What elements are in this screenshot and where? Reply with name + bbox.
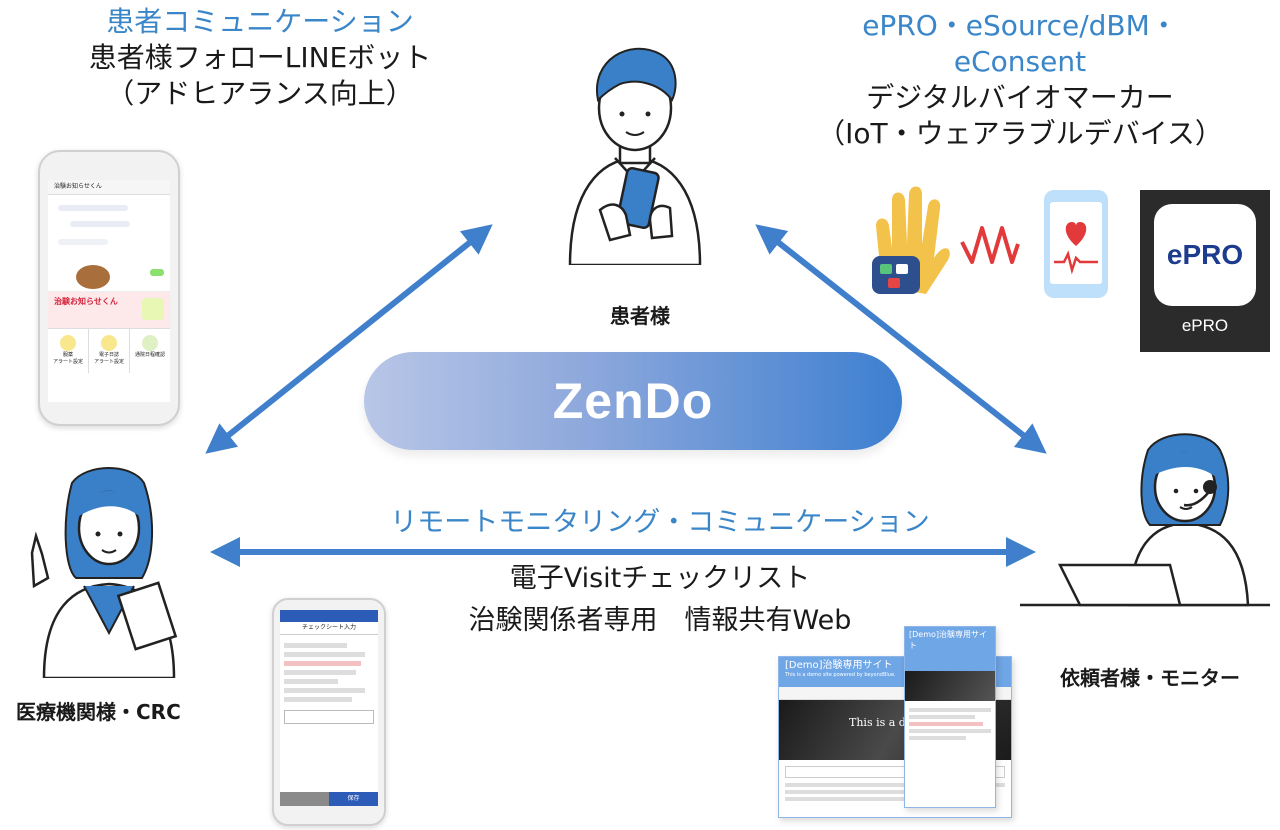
app-top-bar — [280, 610, 378, 622]
wearable-glove-icon — [872, 186, 950, 294]
patient-illustration — [568, 47, 702, 265]
bear-character-icon — [76, 265, 110, 289]
line-bot-screen: 治験お知らせくん 治験お知らせくん 服薬 アラート設定 電子日誌 アラート設定 … — [48, 180, 170, 402]
clock-icon — [142, 335, 158, 351]
diary-alert-label: 電子日誌 アラート設定 — [93, 352, 124, 365]
line-chat-area — [48, 195, 170, 291]
website-body — [779, 760, 1011, 810]
line-chat-header: 治験お知らせくん — [48, 180, 170, 195]
checklist-header: チェックシート入力 — [280, 622, 378, 635]
diary-alert-menu[interactable]: 電子日誌 アラート設定 — [89, 329, 130, 373]
medical-institution-label: 医療機関様・CRC — [16, 700, 181, 724]
sponsor-illustration — [1020, 433, 1270, 607]
save-button[interactable]: 保存 — [329, 792, 378, 806]
digital-biomarker-label: デジタルバイオマーカー — [866, 81, 1174, 114]
remote-title: リモートモニタリング・コミュニケーション — [390, 507, 930, 538]
info-share-web-label: 治験関係者専用 情報共有Web — [468, 605, 852, 636]
arrow-patient-medical — [205, 224, 493, 454]
visit-schedule-label: 通院日程確認 — [134, 352, 165, 358]
epro-app-tile: ePRO ePRO — [1140, 190, 1270, 352]
adherence-label: （アドヒアランス向上） — [106, 77, 414, 110]
visit-checklist-label: 電子Visitチェックリスト — [509, 563, 811, 594]
remote-services: 電子Visitチェックリスト 治験関係者専用 情報共有Web — [380, 560, 940, 640]
visit-schedule-menu[interactable]: 通院日程確認 — [130, 329, 170, 373]
line-bot-phone: 治験お知らせくん 治験お知らせくん 服薬 アラート設定 電子日誌 アラート設定 … — [38, 150, 180, 426]
remote-block: リモートモニタリング・コミュニケーション — [300, 504, 1020, 542]
sponsor-label: 依頼者様・モニター — [1060, 666, 1240, 690]
website-subtitle: This is a demo site powered by beyondBlu… — [785, 672, 896, 678]
visit-checklist-screen: チェックシート入力 保存 — [280, 610, 378, 806]
medication-alert-label: 服薬 アラート設定 — [52, 352, 83, 365]
arrow-patient-sponsor — [755, 224, 1047, 454]
pill-icon — [60, 335, 76, 351]
patient-communication-block: 患者コミュニケーション 患者様フォローLINEボット （アドヒアランス向上） — [40, 4, 480, 112]
patient-communication-title: 患者コミュニケーション — [106, 5, 414, 38]
mobile-website-title: [Demo]治験専用サイト — [905, 627, 995, 671]
mobile-website-hero — [905, 671, 995, 701]
checklist-footer: 保存 — [280, 792, 378, 806]
smartphone-heart-icon — [1044, 190, 1108, 298]
info-share-website-mobile: [Demo]治験専用サイト — [904, 626, 996, 808]
website-title: [Demo]治験専用サイト — [785, 660, 893, 671]
heartbeat-wave-icon — [960, 226, 1020, 264]
epro-app-caption: ePRO — [1181, 316, 1229, 335]
patient-label: 患者様 — [610, 304, 670, 328]
cancel-button[interactable] — [280, 792, 329, 806]
epro-app-icon[interactable]: ePRO — [1154, 204, 1256, 306]
line-bot-label: 患者様フォローLINEボット — [88, 41, 432, 74]
medical-staff-illustration — [30, 467, 178, 678]
visit-checklist-phone: チェックシート入力 保存 — [272, 598, 386, 826]
iot-wearable-label: （IoT・ウェアラブルデバイス） — [817, 117, 1223, 150]
line-banner-title: 治験お知らせくん — [54, 297, 118, 306]
epro-block: ePRO・eSource/dBM・ eConsent デジタルバイオマーカー （… — [790, 8, 1250, 152]
checklist-items — [280, 635, 378, 736]
comment-field[interactable] — [284, 710, 374, 724]
zendo-title: ZenDo — [552, 373, 714, 429]
mobile-website-body — [905, 701, 995, 747]
epro-title-line2: eConsent — [953, 45, 1087, 78]
line-banner[interactable]: 治験お知らせくん — [48, 291, 170, 328]
epro-title-line1: ePRO・eSource/dBM・ — [862, 9, 1178, 42]
epro-app-icon-text: ePRO — [1166, 239, 1244, 270]
medication-alert-menu[interactable]: 服薬 アラート設定 — [48, 329, 89, 373]
bell-icon — [101, 335, 117, 351]
user-manual-icon[interactable] — [142, 298, 164, 320]
line-rich-menu: 服薬 アラート設定 電子日誌 アラート設定 通院日程確認 — [48, 328, 170, 373]
